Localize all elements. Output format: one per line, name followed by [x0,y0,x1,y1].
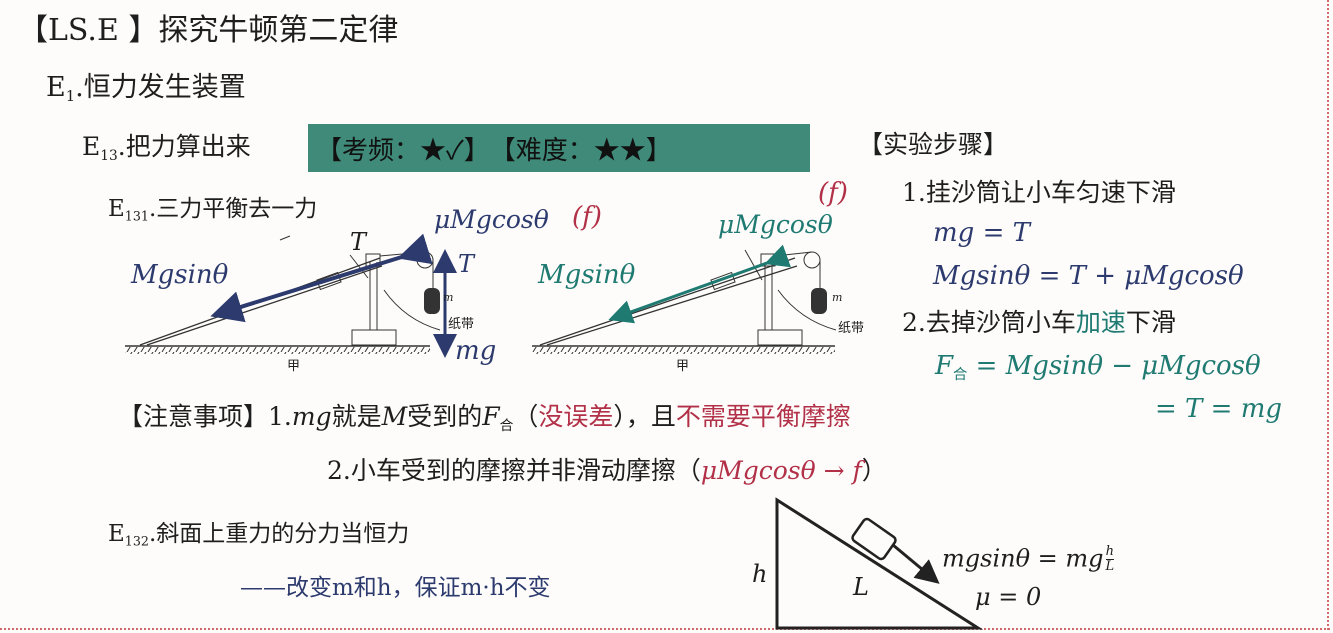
heading-sub: 13 [100,147,118,164]
heading-sub: 1 [65,87,76,106]
label-friction-2: μMgcosθ [718,210,833,239]
heading-text: .三力平衡去一力 [148,196,318,222]
highlight-friction: μMgcosθ → f [700,456,862,485]
label-tension-vertical: T [458,250,475,278]
exam-frequency: 【考频：★✓】 [316,135,490,166]
mu-zero: μ = 0 [975,583,1042,611]
heading-e132: E132.斜面上重力的分力当恒力 [108,523,409,548]
label-tape-1: 纸带 [448,317,475,332]
heading-text: .斜面上重力的分力当恒力 [148,521,410,547]
step-1-eq-1: mg = T [933,218,1030,248]
t: F [482,402,500,431]
label-mgsin-2: Mgsinθ [538,260,636,290]
t: M [381,402,408,431]
label-tape-2: 纸带 [838,321,865,336]
heading-e131: E131.三力平衡去一力 [108,198,317,223]
heading-code: E [82,132,101,161]
step-2-eq-1: F合 = Mgsinθ − μMgcosθ [935,353,1261,382]
t: 就是 [331,402,382,431]
label-weight: mg [455,336,497,366]
highlight-no-error: 没误差 [538,402,614,431]
section-code: 【LS.E 】 [18,13,159,48]
frac-num: h [1105,544,1115,561]
section-title: 【LS.E 】探究牛顿第二定律 [18,16,398,46]
heading-text: .把力算出来 [117,132,251,161]
step-2-text: 2.去掉沙筒小车 [902,308,1076,337]
label-f-2: (f) [818,178,848,208]
rating-badge: 【考频：★✓】【难度：★★】 [308,124,810,172]
eq-rest: = Mgsinθ − μMgcosθ [967,351,1261,381]
heading-code: E [46,72,66,103]
note-1: 【注意事项】1.mg就是M受到的F合（没误差），且不需要平衡摩擦 [118,404,851,434]
heading-e1: E1.恒力发生装置 [46,74,246,104]
notes-heading: 【注意事项】 [118,402,269,431]
t: （ [513,402,539,431]
eq-sub: 合 [953,367,968,383]
t: 1. [268,402,292,431]
step-2-text-end: 下滑 [1125,308,1176,337]
eq-left: mgsinθ = mg [942,544,1104,573]
label-h: h [752,560,768,588]
caption-1: 甲 [287,359,301,374]
step-2-eq-2: = T = mg [1155,394,1283,424]
apparatus-diagram-2 [532,244,837,354]
t: ） [861,456,887,485]
t: 合 [499,417,514,434]
frac-den: L [1105,559,1115,575]
section-title-text: 探究牛顿第二定律 [158,13,399,48]
t: mg [291,402,332,431]
page-border-bottom [0,628,1330,630]
label-L: L [853,573,869,601]
note-2: 2.小车受到的摩擦并非滑动摩擦（μMgcosθ → f） [327,458,887,483]
heading-code: E [108,521,125,547]
step-1-eq-2: Mgsinθ = T + μMgcosθ [933,261,1244,291]
label-mass-1: m [443,291,454,304]
heading-code: E [108,196,125,222]
page-border-right [1327,0,1329,630]
label-mass-2: m [832,291,843,304]
apparatus-diagram-1 [125,233,457,358]
heading-text: .恒力发生装置 [75,72,246,103]
label-tension-incline: T [350,228,367,256]
t: ），且 [613,402,676,431]
t: 2.小车受到的摩擦并非滑动摩擦（ [327,456,701,485]
caption-2: 甲 [676,359,690,374]
heading-sub: 132 [124,533,149,549]
step-1: 1.挂沙筒让小车匀速下滑 [902,178,1176,207]
steps-heading: 【实验步骤】 [858,130,1009,159]
label-mgsin-1: Mgsinθ [131,260,229,290]
step-2-highlight: 加速 [1075,308,1126,337]
e132-note: ——改变m和h，保证m·h不变 [240,575,551,601]
heading-sub: 131 [124,208,149,224]
eq-f: F [935,351,954,381]
label-f-1: (f) [572,202,602,232]
t: 受到的 [407,402,483,431]
difficulty: 【难度：★★】 [489,135,672,166]
heading-e13: E13.把力算出来 [82,134,251,164]
highlight-no-balance: 不需要平衡摩擦 [675,402,851,431]
label-friction-1: μMgcosθ [434,205,549,234]
incline-triangle-diagram [775,497,984,630]
step-2: 2.去掉沙筒小车加速下滑 [902,310,1176,335]
